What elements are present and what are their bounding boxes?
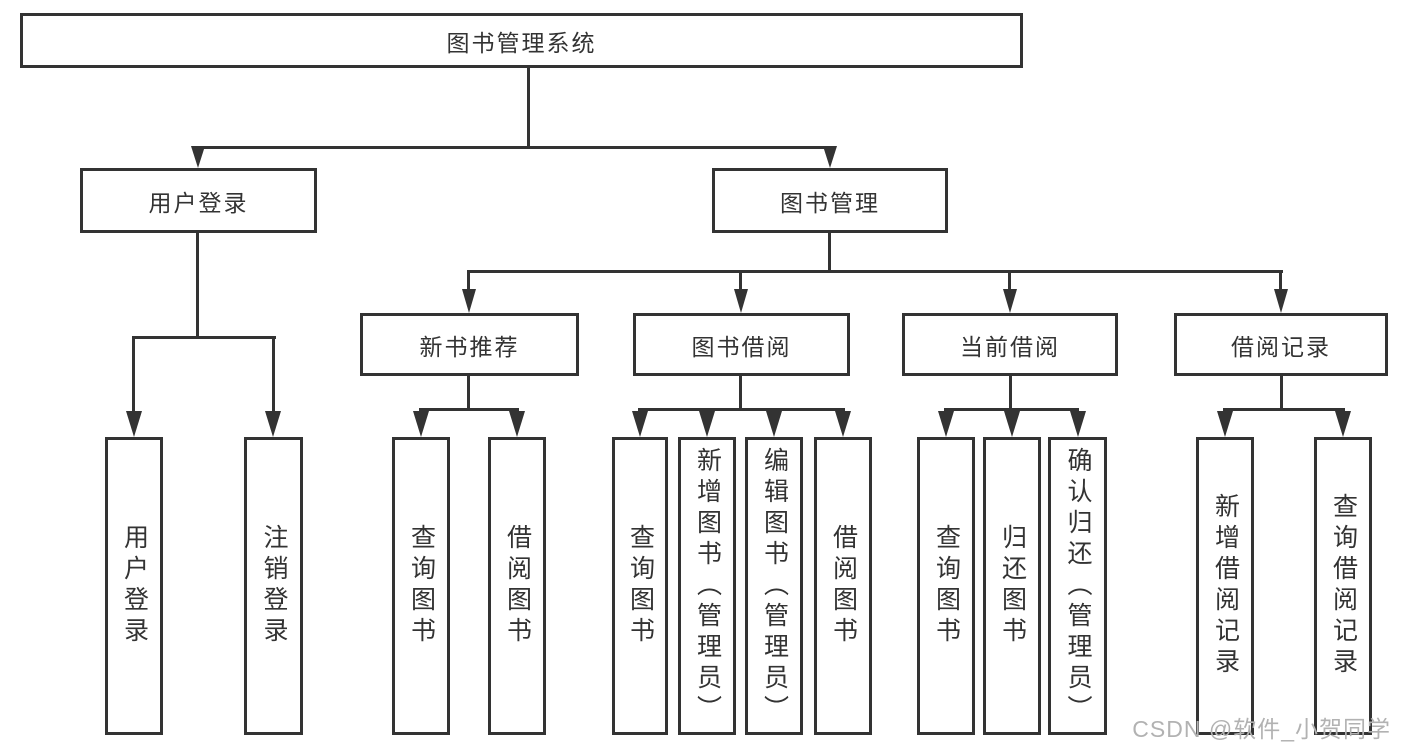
node-current-query-books: 查询图书 <box>917 437 975 735</box>
node-current-confirm-return-admin: 确认归还（管理员） <box>1048 437 1107 735</box>
connector-borrow-records-trunk <box>1280 376 1283 411</box>
leaf-label: 用户登录 <box>120 524 149 648</box>
node-current-borrow-label: 当前借阅 <box>960 333 1060 360</box>
arrow-down-icon <box>1335 411 1351 437</box>
node-newbooks-query-books: 查询图书 <box>392 437 450 735</box>
connector-new-book-branch <box>419 408 519 411</box>
arrow-down-icon <box>1274 289 1288 313</box>
node-book-management-label: 图书管理 <box>780 189 880 216</box>
node-current-borrow: 当前借阅 <box>902 313 1118 376</box>
node-book-borrow-label: 图书借阅 <box>691 333 792 360</box>
leaf-label: 注销登录 <box>260 524 288 648</box>
node-root: 图书管理系统 <box>20 13 1023 68</box>
connector-root-branch <box>196 146 832 149</box>
connector-root-trunk <box>527 68 530 149</box>
node-borrow-borrow-books: 借阅图书 <box>814 437 872 735</box>
arrow-down-icon <box>823 146 837 168</box>
connector-arrow-shaft <box>1279 270 1282 292</box>
node-borrow-edit-books-admin: 编辑图书（管理员） <box>745 437 803 735</box>
connector-new-book-trunk <box>467 376 470 411</box>
node-borrow-records: 借阅记录 <box>1174 313 1388 376</box>
arrow-down-icon <box>1217 411 1233 437</box>
node-leaf-logout: 注销登录 <box>244 437 303 735</box>
leaf-label: 借阅图书 <box>829 524 858 648</box>
arrow-down-icon <box>699 411 715 437</box>
csdn-watermark: CSDN @软件_小贺同学 <box>1132 716 1391 742</box>
connector-book-borrow-branch <box>638 408 845 411</box>
leaf-label: 归还图书 <box>998 524 1027 648</box>
node-leaf-user-login: 用户登录 <box>105 437 163 735</box>
node-root-label: 图书管理系统 <box>446 29 597 56</box>
connector-arrow-shaft <box>1008 270 1011 292</box>
arrow-down-icon <box>632 411 648 437</box>
connector-arrow-shaft <box>132 336 135 413</box>
node-borrow-add-books-admin: 新增图书（管理员） <box>678 437 736 735</box>
node-book-borrow: 图书借阅 <box>633 313 850 376</box>
leaf-label: 新增借阅记录 <box>1211 493 1240 679</box>
node-borrow-records-label: 借阅记录 <box>1231 333 1331 360</box>
arrow-down-icon <box>413 411 429 437</box>
leaf-label: 查询借阅记录 <box>1329 493 1358 679</box>
connector-current-borrow-trunk <box>1009 376 1012 411</box>
connector-user-login-branch <box>132 336 276 339</box>
connector-book-borrow-trunk <box>739 376 742 411</box>
connector-book-management-branch <box>467 270 1283 273</box>
leaf-label: 确认归还（管理员） <box>1064 446 1092 726</box>
leaf-label: 借阅图书 <box>503 524 532 648</box>
node-current-return-books: 归还图书 <box>983 437 1041 735</box>
arrow-down-icon <box>835 411 851 437</box>
arrow-down-icon <box>1004 411 1020 437</box>
connector-borrow-records-branch <box>1223 408 1345 411</box>
node-user-login: 用户登录 <box>80 168 317 233</box>
leaf-label: 查询图书 <box>407 524 436 648</box>
arrow-down-icon <box>1003 289 1017 313</box>
arrow-down-icon <box>1070 411 1086 437</box>
arrow-down-icon <box>938 411 954 437</box>
arrow-down-icon <box>766 411 782 437</box>
leaf-label: 查询图书 <box>626 524 655 648</box>
leaf-label: 查询图书 <box>932 524 961 648</box>
node-new-book-recommend-label: 新书推荐 <box>419 333 520 360</box>
node-borrow-query-books: 查询图书 <box>612 437 668 735</box>
node-book-management: 图书管理 <box>712 168 948 233</box>
node-records-query-record: 查询借阅记录 <box>1314 437 1372 735</box>
connector-book-management-trunk <box>828 233 831 273</box>
leaf-label: 新增图书（管理员） <box>693 446 722 726</box>
connector-user-login-trunk <box>196 231 199 339</box>
connector-arrow-shaft <box>739 270 742 292</box>
node-newbooks-borrow-books: 借阅图书 <box>488 437 546 735</box>
arrow-down-icon <box>126 411 142 437</box>
node-records-add-record: 新增借阅记录 <box>1196 437 1254 735</box>
arrow-down-icon <box>265 411 281 437</box>
leaf-label: 编辑图书（管理员） <box>760 446 789 726</box>
node-user-login-label: 用户登录 <box>148 189 249 216</box>
connector-arrow-shaft <box>272 336 275 413</box>
arrow-down-icon <box>509 411 525 437</box>
node-new-book-recommend: 新书推荐 <box>360 313 579 376</box>
arrow-down-icon <box>462 289 476 313</box>
arrow-down-icon <box>734 289 748 313</box>
arrow-down-icon <box>191 146 205 168</box>
connector-arrow-shaft <box>467 270 470 292</box>
